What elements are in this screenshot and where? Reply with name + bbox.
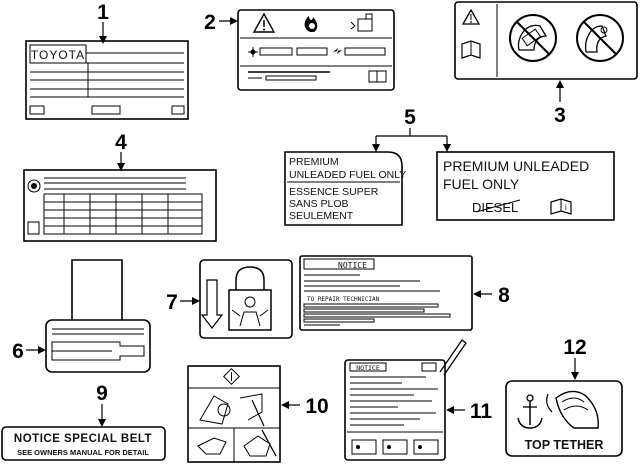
callout-11: 11 <box>470 400 493 423</box>
label-11-notice-label: NOTICE <box>344 339 467 461</box>
notice-11-title: NOTICE <box>356 364 380 372</box>
special-belt-line-1: NOTICE SPECIAL BELT <box>14 433 152 445</box>
down-arrow-icon <box>200 279 224 329</box>
notice-8-title: NOTICE <box>338 261 367 270</box>
callout-4: 4 <box>115 131 127 154</box>
label-12-top-tether-label: TOP TETHER <box>505 380 623 457</box>
child-seat-tether-icon <box>546 390 599 429</box>
no-rear-facing-seat-icon <box>509 14 557 62</box>
callout-7: 7 <box>166 291 178 314</box>
callout-8: 8 <box>498 284 510 307</box>
premium-large-line-1: PREMIUM UNLEADED <box>443 158 589 174</box>
fire-icon <box>304 16 318 32</box>
label-7-child-lock-label <box>199 259 293 339</box>
label-5-premium-fuel-large: PREMIUM UNLEADED FUEL ONLY DIESEL i <box>436 151 615 221</box>
padlock-child-icon <box>228 266 272 331</box>
premium-small-line-2: UNLEADED FUEL ONLY <box>289 169 406 181</box>
warning-triangle-icon <box>461 8 481 25</box>
label-4-tire-loading-label <box>23 169 217 242</box>
callout-10: 10 <box>305 395 328 418</box>
seat-pictogram-row <box>351 439 439 455</box>
seat-airbag-icon <box>199 393 265 427</box>
repair-technician-text: TO REPAIR TECHNICIAN <box>307 296 380 303</box>
circle-logo-icon <box>27 179 41 193</box>
book-icon <box>461 40 481 59</box>
label-6-hang-tag <box>45 259 151 373</box>
callout-1: 1 <box>97 1 109 24</box>
callout-6: 6 <box>12 340 24 363</box>
battery-manual-icon <box>350 13 373 32</box>
premium-large-line-2: FUEL ONLY <box>443 176 520 192</box>
label-5-premium-fuel-small: PREMIUM UNLEADED FUEL ONLY ESSENCE SUPER… <box>284 151 406 226</box>
anchor-icon <box>517 394 543 429</box>
label-10-airbag-illustration-label <box>187 365 281 463</box>
premium-small-line-1: PREMIUM <box>289 156 339 168</box>
book-info-icon: i <box>550 198 572 215</box>
premium-small-line-4: SANS PLOB <box>289 198 349 210</box>
label-1-vehicle-spec-label: TOYOTA <box>25 40 189 120</box>
sun-icon <box>248 47 258 57</box>
label-9-special-belt-label: NOTICE SPECIAL BELT SEE OWNERS MANUAL FO… <box>1 426 166 461</box>
label-3-airbag-label <box>454 1 638 80</box>
label-8-notice-label: NOTICE TO REPAIR TECHNICIAN <box>299 255 473 331</box>
spark-icon <box>333 48 342 54</box>
top-tether-text: TOP TETHER <box>525 438 604 452</box>
warning-triangle-icon <box>252 12 276 33</box>
no-seat-icon <box>576 14 624 62</box>
callout-3: 3 <box>554 104 566 127</box>
svg-text:i: i <box>565 203 567 212</box>
callout-12: 12 <box>563 336 586 359</box>
special-belt-line-2: SEE OWNERS MANUAL FOR DETAIL <box>17 448 149 457</box>
label-2-warning-label <box>237 9 395 91</box>
callout-5: 5 <box>404 106 416 129</box>
callout-2: 2 <box>204 11 216 34</box>
toyota-brand-text: TOYOTA <box>31 48 85 62</box>
diamond-warning-icon <box>223 368 240 385</box>
premium-small-line-5: SEULEMENT <box>289 210 354 222</box>
premium-small-line-3: ESSENCE SUPER <box>289 186 379 198</box>
callout-9: 9 <box>96 382 108 405</box>
